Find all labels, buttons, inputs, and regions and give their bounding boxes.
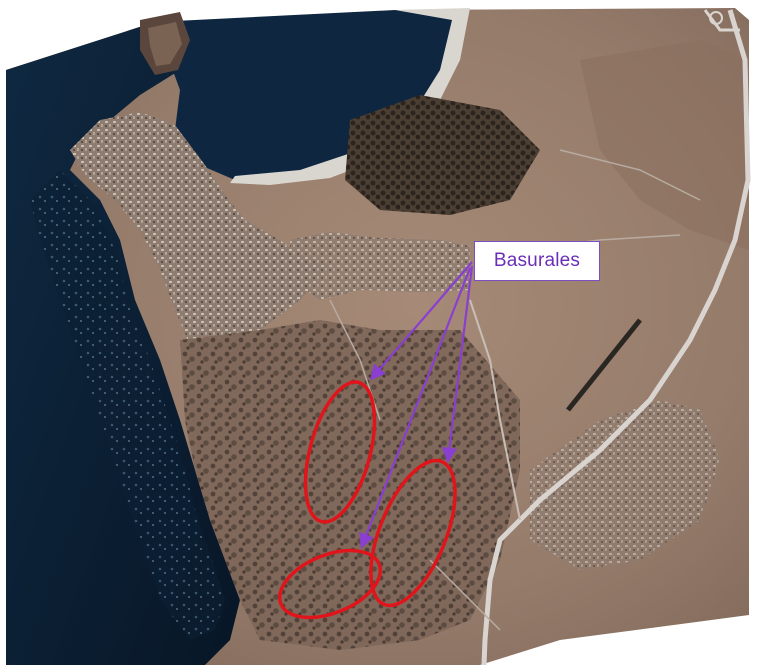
- dump-site-3: [277, 548, 383, 620]
- callout-label: Basurales: [493, 250, 581, 271]
- highway: [481, 9, 751, 665]
- dump-site-1: [303, 380, 377, 524]
- basurales-callout: Basurales: [474, 241, 600, 281]
- scrubland: [180, 320, 520, 650]
- dump-site-2: [369, 458, 457, 608]
- arrow-3: [359, 267, 472, 549]
- arrow-2: [441, 265, 474, 464]
- town-headland: [70, 112, 330, 345]
- plantation: [345, 95, 540, 215]
- arrow-1: [369, 261, 473, 381]
- airstrip: [566, 318, 642, 412]
- town-southeast: [530, 400, 720, 570]
- town-strip: [290, 232, 470, 300]
